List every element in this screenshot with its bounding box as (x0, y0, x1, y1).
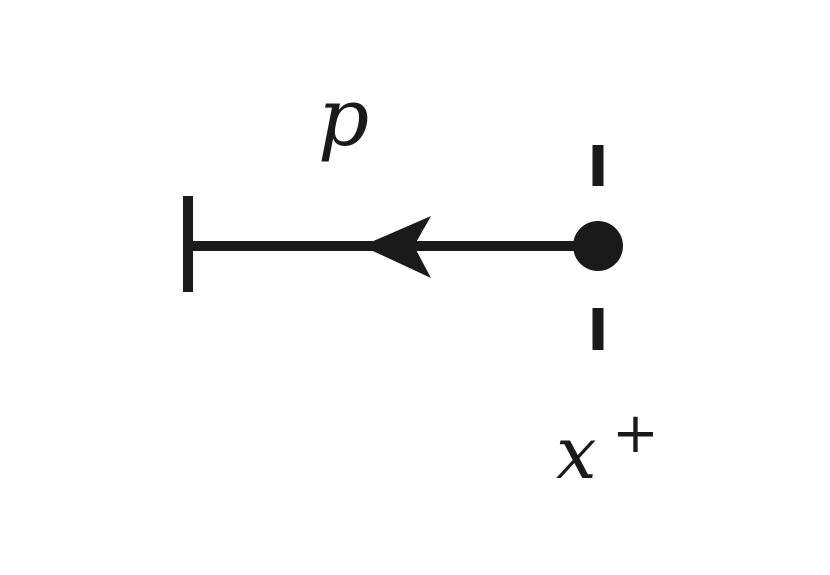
position-label-superscript: + (612, 401, 659, 466)
position-label-base: x (556, 411, 597, 495)
position-label: x (556, 411, 597, 495)
direction-arrow (362, 216, 431, 278)
momentum-label: p (318, 71, 369, 164)
vertex-dot (573, 221, 623, 271)
